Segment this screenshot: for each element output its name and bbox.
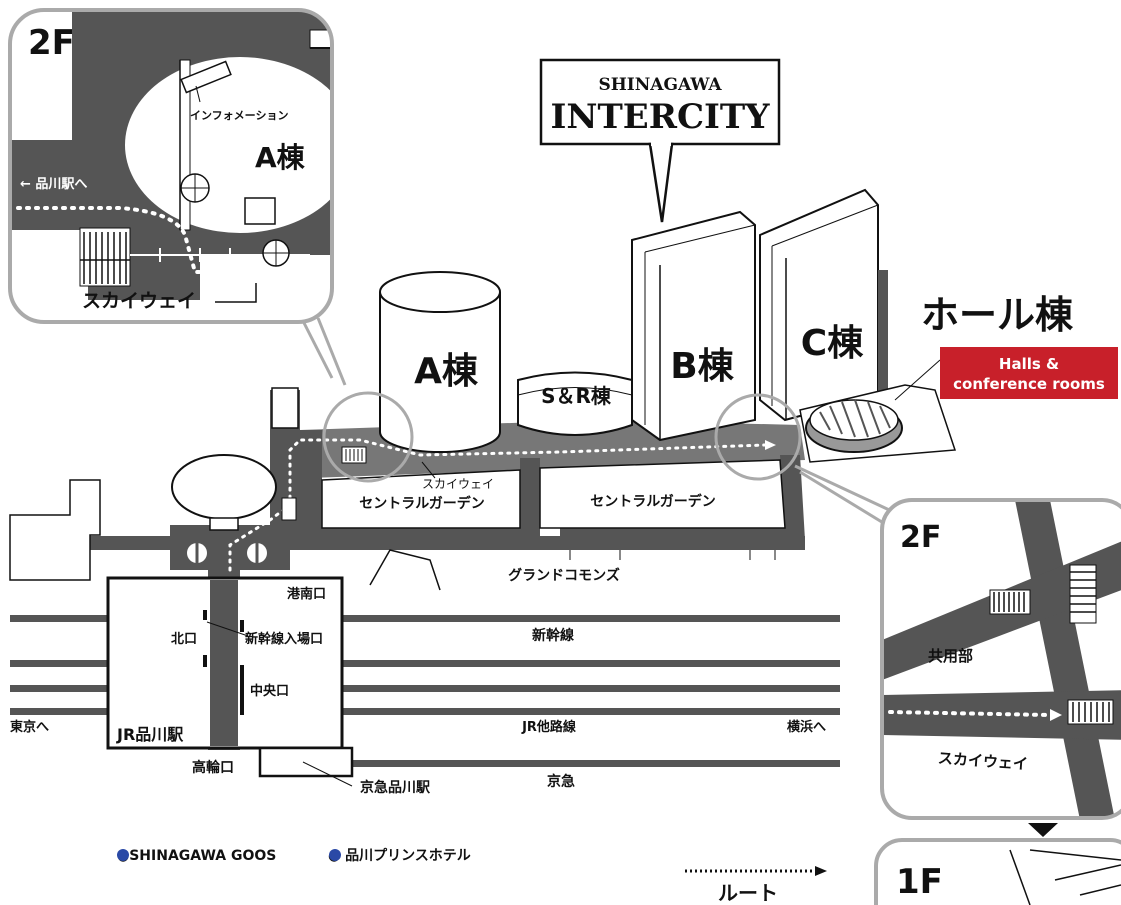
label-jr-other: JR他路線: [521, 719, 577, 735]
label-b: B棟: [670, 346, 734, 387]
zoom-circle-right[interactable]: [714, 393, 802, 481]
zoom-circle-left[interactable]: [322, 391, 414, 483]
building-b[interactable]: [631, 210, 756, 442]
label-a: A棟: [414, 351, 479, 392]
inset-2f-top: [8, 8, 334, 324]
label-skyway-main: スカイウェイ: [422, 477, 494, 491]
legend-goos: ●SHINAGAWA GOOS: [117, 848, 276, 864]
label-shinkansen: 新幹線: [532, 627, 574, 644]
halls-line2: conference rooms: [953, 375, 1105, 393]
route-path: [228, 438, 767, 572]
halls-badge: [940, 347, 1118, 399]
rail-lines: [10, 615, 840, 767]
brand-line2: INTERCITY: [551, 97, 771, 137]
brand-line1: SHINAGAWA: [598, 75, 722, 95]
inset-top-skyway: スカイウェイ: [82, 290, 196, 312]
legend-prince: ● 品川プリンスホテル: [328, 848, 471, 864]
label-keikyu-station: 京急品川駅: [360, 779, 431, 796]
inset-top-info: インフォメーション: [190, 109, 288, 122]
inset-top-floor: 2F: [28, 23, 75, 63]
building-c[interactable]: [759, 188, 879, 422]
label-keikyu: 京急: [547, 773, 575, 790]
down-arrow: [1028, 823, 1058, 837]
intercity-sign: [539, 58, 781, 223]
halls-line1: Halls &: [999, 355, 1059, 373]
inset-1f-floor: 1F: [896, 862, 943, 902]
inset-2f-right: [880, 498, 1121, 820]
building-a[interactable]: [379, 271, 501, 453]
jr-shinagawa-station[interactable]: [106, 576, 344, 750]
keikyu-station[interactable]: [258, 746, 354, 778]
label-kita: 北口: [171, 632, 197, 647]
label-central-garden-left: セントラルガーデン: [359, 495, 485, 512]
label-hall: ホール棟: [921, 293, 1074, 337]
inset-top-to-station: ← 品川駅へ: [20, 177, 87, 192]
label-chuo: 中央口: [250, 683, 289, 699]
legend-route: ルート: [718, 881, 778, 905]
label-takanawa: 高輪口: [192, 759, 234, 776]
label-sr: S＆R棟: [541, 384, 612, 408]
label-to-yokohama: 横浜へ: [787, 719, 826, 735]
inset-right-common: 共用部: [928, 647, 973, 665]
inset-right-floor: 2F: [900, 520, 941, 555]
building-sr[interactable]: [517, 371, 633, 436]
inset-1f: [874, 838, 1121, 905]
label-c: C棟: [801, 323, 864, 364]
rotunda: [171, 454, 277, 520]
label-shinkansen-gate: 新幹線入場口: [245, 631, 323, 647]
label-central-garden-right: セントラルガーデン: [590, 493, 716, 510]
label-grand-commons: グランドコモンズ: [508, 567, 620, 584]
label-konan: 港南口: [287, 586, 326, 602]
hall-building[interactable]: [805, 399, 903, 453]
label-to-tokyo: 東京へ: [10, 719, 49, 735]
label-station-name: JR品川駅: [116, 725, 184, 744]
inset-top-building: A棟: [255, 141, 306, 174]
